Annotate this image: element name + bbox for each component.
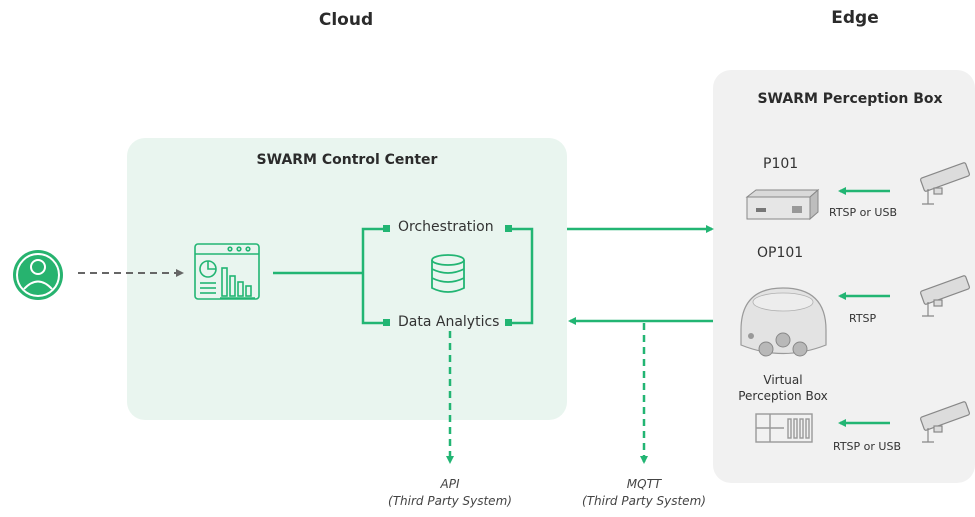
data-analytics-label: Data Analytics [398,314,500,330]
virtual-box-label-line1: Virtual [763,373,803,387]
op101-device-icon [740,287,827,357]
api-output: API (Third Party System) [375,476,525,510]
orchestration-label: Orchestration [398,219,494,235]
camera-icon [920,275,970,317]
op101-input-label: RTSP [849,312,877,325]
p101-label: P101 [763,156,799,172]
user-icon [13,250,63,300]
op101-label: OP101 [757,245,804,261]
p101-device-icon [745,188,820,221]
mqtt-protocol: MQTT [626,477,662,491]
edge-heading: Edge [831,8,879,28]
control-center-title: SWARM Control Center [256,152,438,168]
control-center-panel [127,138,567,420]
virtual-box-input-label: RTSP or USB [833,440,902,453]
perception-box-title: SWARM Perception Box [757,91,943,107]
mqtt-output: MQTT (Third Party System) [569,476,719,510]
api-protocol: API [440,477,460,491]
camera-icon [920,401,970,443]
mqtt-system: (Third Party System) [582,494,706,508]
api-system: (Third Party System) [388,494,512,508]
virtual-box-icon [755,413,813,443]
camera-icon [920,162,970,205]
p101-input-label: RTSP or USB [829,206,898,219]
virtual-box-label-line2: Perception Box [738,389,828,403]
database-icon [431,254,465,293]
dashboard-icon [194,243,260,300]
cloud-heading: Cloud [318,10,374,30]
